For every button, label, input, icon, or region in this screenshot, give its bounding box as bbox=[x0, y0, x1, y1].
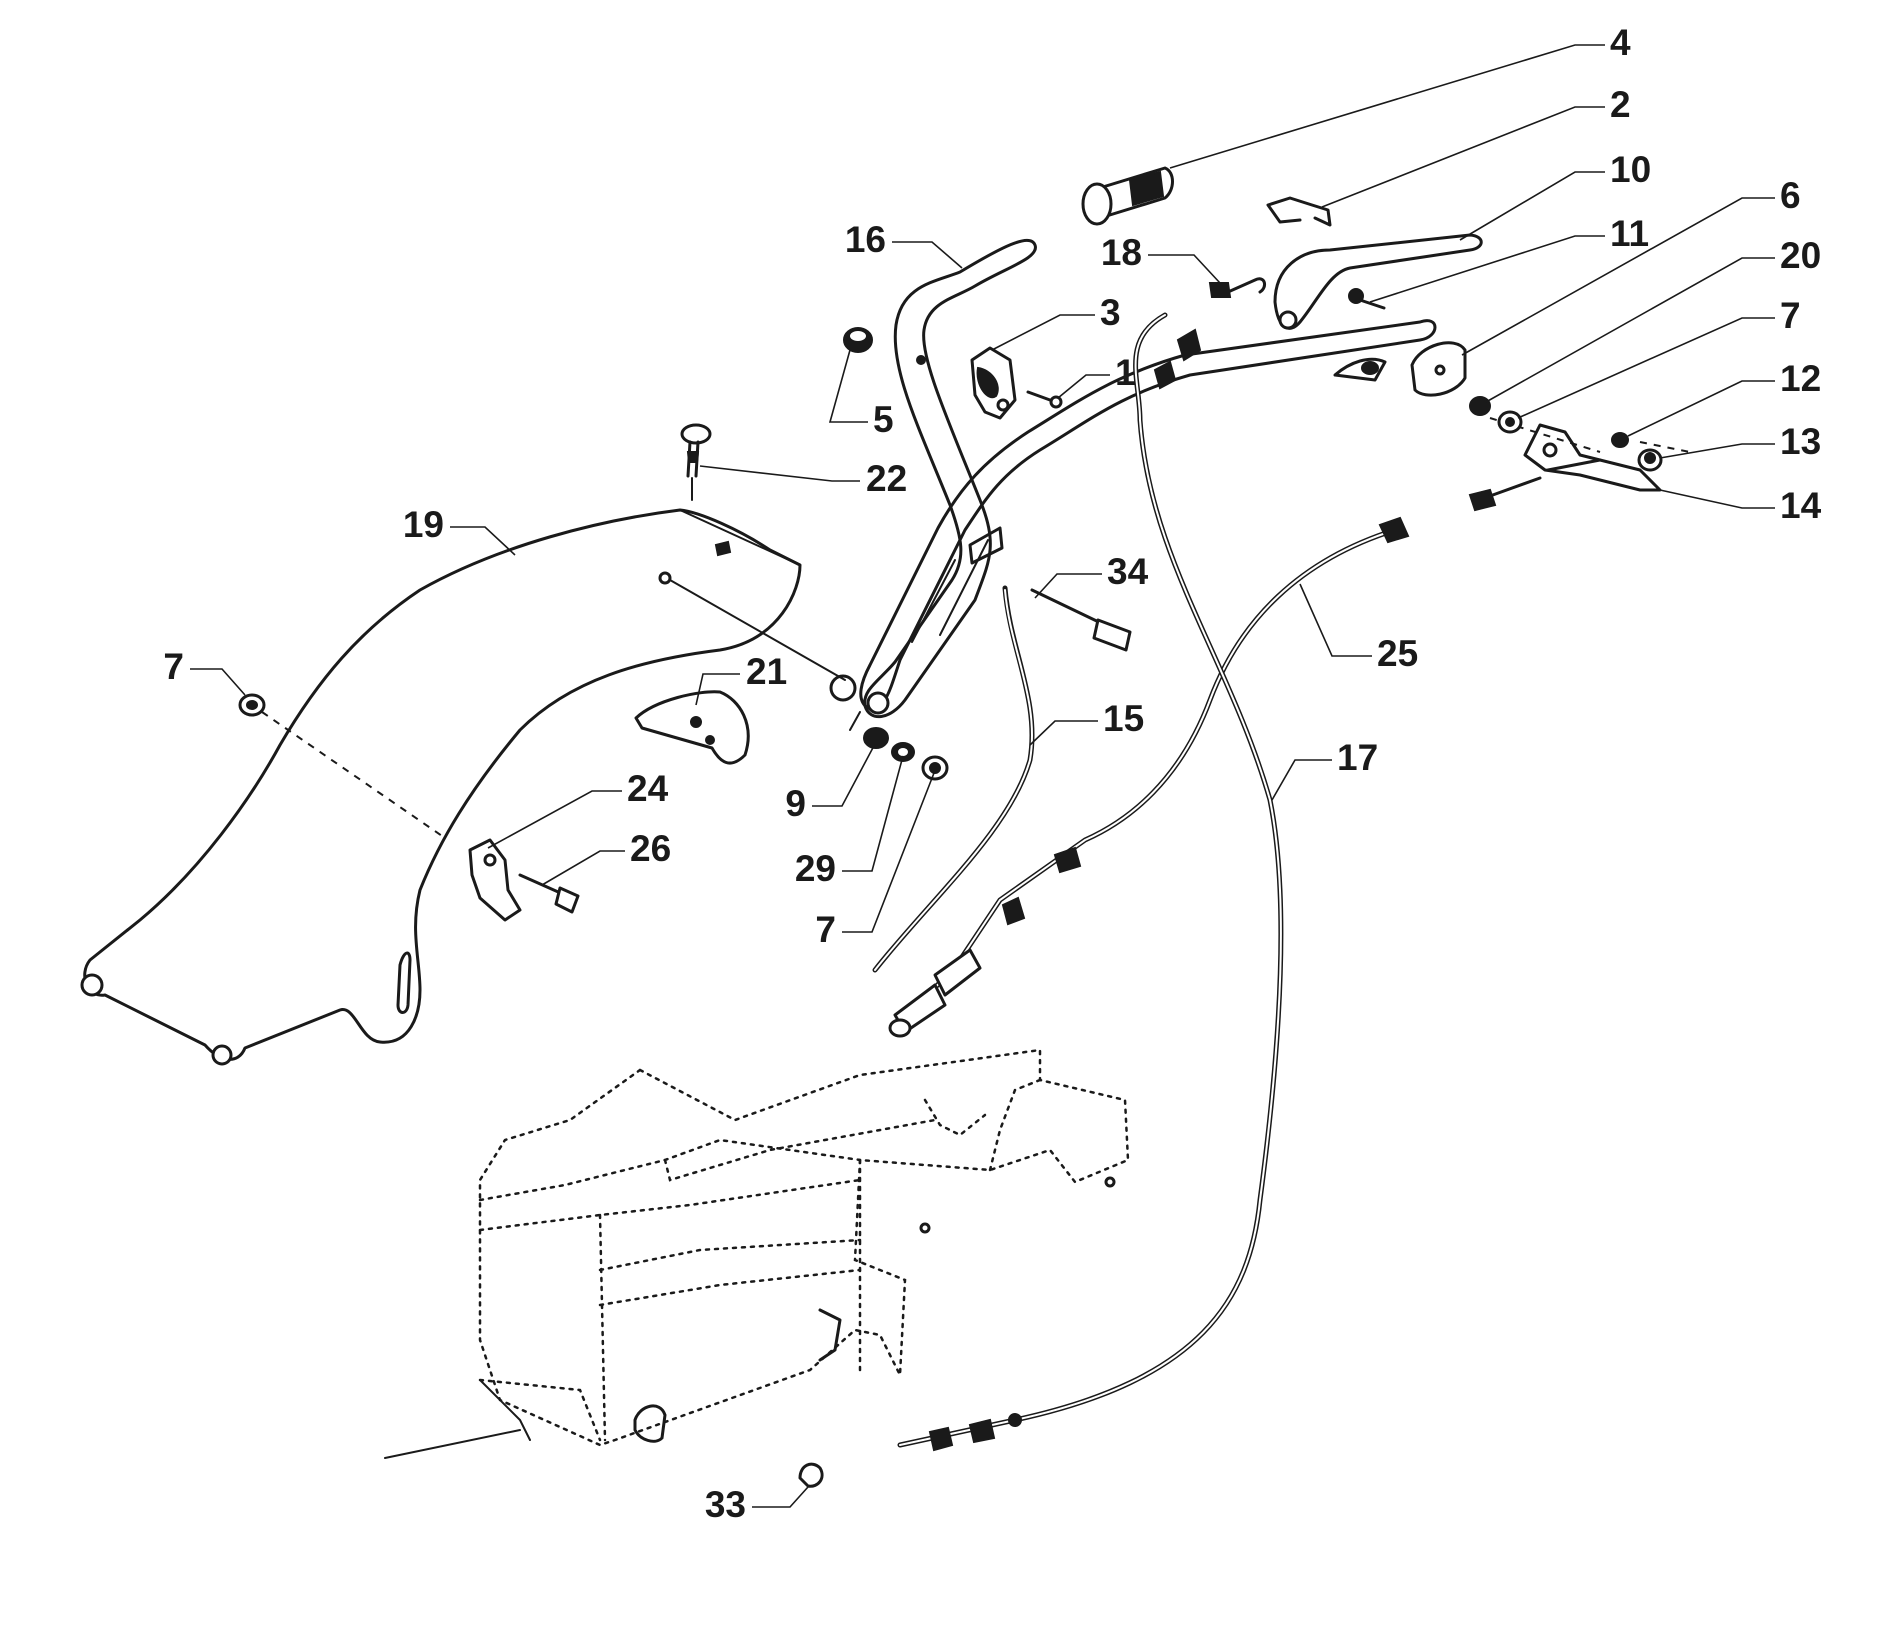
nut-7-lower-part bbox=[921, 755, 949, 781]
leader-19 bbox=[450, 526, 516, 556]
leader-6 bbox=[1461, 197, 1775, 356]
leader-11 bbox=[1369, 235, 1605, 303]
callout-1: 1 bbox=[1115, 352, 1136, 393]
leader-7-left bbox=[190, 668, 246, 696]
callout-16: 16 bbox=[845, 219, 886, 260]
washer-29-part bbox=[891, 742, 915, 762]
leader-7-right bbox=[1517, 317, 1775, 419]
knob-pin-part bbox=[680, 423, 712, 501]
end-cap-part bbox=[843, 327, 873, 353]
cover-plate-part bbox=[634, 690, 750, 765]
guard-plate-part bbox=[80, 508, 802, 1066]
wire-clip-part bbox=[1266, 196, 1332, 227]
assembly-line-left bbox=[261, 711, 446, 839]
leader-4 bbox=[1169, 44, 1605, 169]
cable-fitting-part bbox=[1208, 277, 1267, 298]
leader-lines bbox=[190, 44, 1775, 1508]
callout-29: 29 bbox=[795, 848, 836, 889]
cable-25-part bbox=[888, 476, 1542, 1038]
callout-9: 9 bbox=[785, 783, 806, 824]
callout-7-lower: 7 bbox=[815, 909, 836, 950]
callout-18: 18 bbox=[1101, 232, 1142, 273]
callout-6: 6 bbox=[1780, 175, 1801, 216]
callout-13: 13 bbox=[1780, 421, 1821, 462]
callout-numbers: 4 2 10 16 18 11 6 3 20 1 7 12 5 13 22 14… bbox=[163, 22, 1821, 1525]
callout-19: 19 bbox=[403, 504, 444, 545]
nut-7-right-part bbox=[1497, 410, 1523, 434]
callout-3: 3 bbox=[1100, 292, 1121, 333]
nut-20-part bbox=[1469, 396, 1491, 416]
leader-13 bbox=[1659, 443, 1775, 459]
engine-housing-outline bbox=[384, 1048, 1130, 1459]
leader-9 bbox=[812, 741, 877, 807]
leader-34 bbox=[1034, 573, 1102, 599]
leader-21 bbox=[695, 673, 740, 706]
callout-11: 11 bbox=[1610, 213, 1649, 254]
leader-24 bbox=[487, 790, 622, 849]
leader-12 bbox=[1627, 380, 1775, 437]
bolt-26-part bbox=[518, 873, 580, 914]
lever-mount-part bbox=[970, 346, 1017, 420]
callout-20: 20 bbox=[1780, 235, 1821, 276]
callout-14: 14 bbox=[1780, 485, 1822, 526]
nut-9-part bbox=[863, 727, 889, 749]
nut-13-part bbox=[1637, 448, 1663, 472]
callout-21: 21 bbox=[746, 651, 787, 692]
leader-22 bbox=[699, 465, 860, 482]
leader-2 bbox=[1321, 106, 1605, 208]
callout-10: 10 bbox=[1610, 149, 1651, 190]
leader-1 bbox=[1057, 374, 1110, 399]
callout-12: 12 bbox=[1780, 358, 1821, 399]
leader-25 bbox=[1299, 583, 1372, 657]
control-lever-part bbox=[1273, 233, 1483, 330]
upper-handlebar-part bbox=[863, 239, 1037, 718]
cable-17-part bbox=[897, 312, 1284, 1452]
grommet-33-part bbox=[798, 1462, 824, 1488]
callout-17: 17 bbox=[1337, 737, 1378, 778]
cable-15-part bbox=[872, 585, 1035, 973]
bracket-24-part bbox=[468, 838, 522, 922]
parts-artwork bbox=[80, 166, 1691, 1488]
lever-bracket-14-part bbox=[1523, 423, 1662, 492]
nut-7-left-part bbox=[238, 693, 266, 717]
leader-20 bbox=[1485, 257, 1775, 403]
leader-14 bbox=[1659, 489, 1775, 509]
leader-17 bbox=[1271, 759, 1332, 801]
callout-2: 2 bbox=[1610, 84, 1631, 125]
leader-7-lower bbox=[842, 772, 935, 933]
assembly-line-plate bbox=[669, 579, 861, 731]
cover-6-part bbox=[1333, 341, 1467, 397]
callout-7-left: 7 bbox=[163, 646, 184, 687]
leader-18 bbox=[1148, 254, 1221, 284]
callout-24: 24 bbox=[627, 768, 669, 809]
leader-29 bbox=[842, 755, 904, 872]
cable-34-part bbox=[1030, 588, 1132, 652]
callout-4: 4 bbox=[1610, 22, 1631, 63]
callout-5: 5 bbox=[873, 399, 894, 440]
nut-12-part bbox=[1611, 432, 1629, 448]
leader-26 bbox=[541, 850, 625, 886]
leader-33 bbox=[752, 1486, 809, 1508]
callout-7-right: 7 bbox=[1780, 295, 1801, 336]
leader-10 bbox=[1459, 171, 1605, 241]
callout-33: 33 bbox=[705, 1484, 746, 1525]
screw-1-part bbox=[1026, 390, 1063, 409]
handle-grip-part bbox=[1081, 166, 1174, 226]
callout-34: 34 bbox=[1107, 551, 1149, 592]
lower-handlebar-part bbox=[829, 319, 1437, 715]
callout-26: 26 bbox=[630, 828, 671, 869]
leader-3 bbox=[991, 314, 1095, 351]
callout-15: 15 bbox=[1103, 698, 1144, 739]
bolt-11-part bbox=[1348, 288, 1386, 310]
leader-15 bbox=[1029, 720, 1098, 746]
assembly-line-right-b bbox=[1639, 441, 1691, 453]
leader-16 bbox=[892, 241, 963, 269]
callout-25: 25 bbox=[1377, 633, 1418, 674]
leader-5 bbox=[828, 349, 868, 423]
callout-22: 22 bbox=[866, 458, 907, 499]
